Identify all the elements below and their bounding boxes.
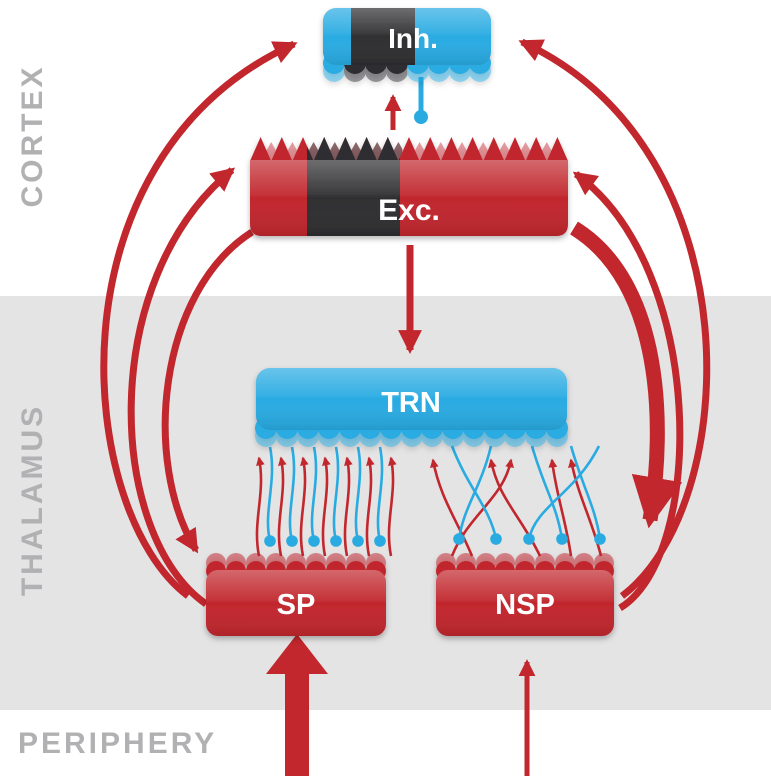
trn-label: TRN <box>381 387 441 419</box>
trn-to-nsp-inhibitory-links <box>450 445 606 545</box>
nsp-gloss <box>436 570 614 636</box>
sp-to-trn-excitatory-arrows <box>255 456 397 557</box>
node-nsp: NSP <box>436 553 614 636</box>
trn-to-sp-inhibitory-links <box>264 446 386 547</box>
left-loop-arrows <box>100 40 298 607</box>
node-inh: Inh. <box>323 8 491 82</box>
arrow-nsp-to-exc-right <box>572 171 684 611</box>
periphery-region-label: PERIPHERY <box>18 727 217 760</box>
periphery-inputs <box>266 634 536 776</box>
node-sp: SP <box>206 553 386 636</box>
arrow-exc-to-sp-left <box>161 229 254 554</box>
thalamus-region-label: THALAMUS <box>16 404 49 596</box>
arrow-thalamus-to-exc-left <box>127 167 236 607</box>
exc-gloss <box>250 160 568 236</box>
inh-gloss <box>323 8 491 65</box>
right-loop-arrows <box>518 38 711 611</box>
cortex-region-label: CORTEX <box>16 64 49 207</box>
cortical-microcircuit-arrows <box>384 77 428 354</box>
sp-label: SP <box>277 589 316 621</box>
inhibitory-terminal-dot <box>414 110 428 124</box>
arrow-thalamus-to-inh-left <box>100 40 298 599</box>
sp-gloss <box>206 570 386 636</box>
nsp-label: NSP <box>495 589 555 621</box>
arrow-periphery-to-sp-thick <box>266 634 328 776</box>
inh-label: Inh. <box>388 23 438 54</box>
exc-label: Exc. <box>378 194 440 227</box>
nsp-trn-connections <box>429 445 606 557</box>
node-trn: TRN <box>255 368 568 447</box>
node-exc: Exc. <box>250 137 568 236</box>
sp-trn-connections <box>255 446 397 557</box>
trn-gloss <box>256 368 567 430</box>
arrow-exc-to-thalamus-thick <box>569 221 683 529</box>
